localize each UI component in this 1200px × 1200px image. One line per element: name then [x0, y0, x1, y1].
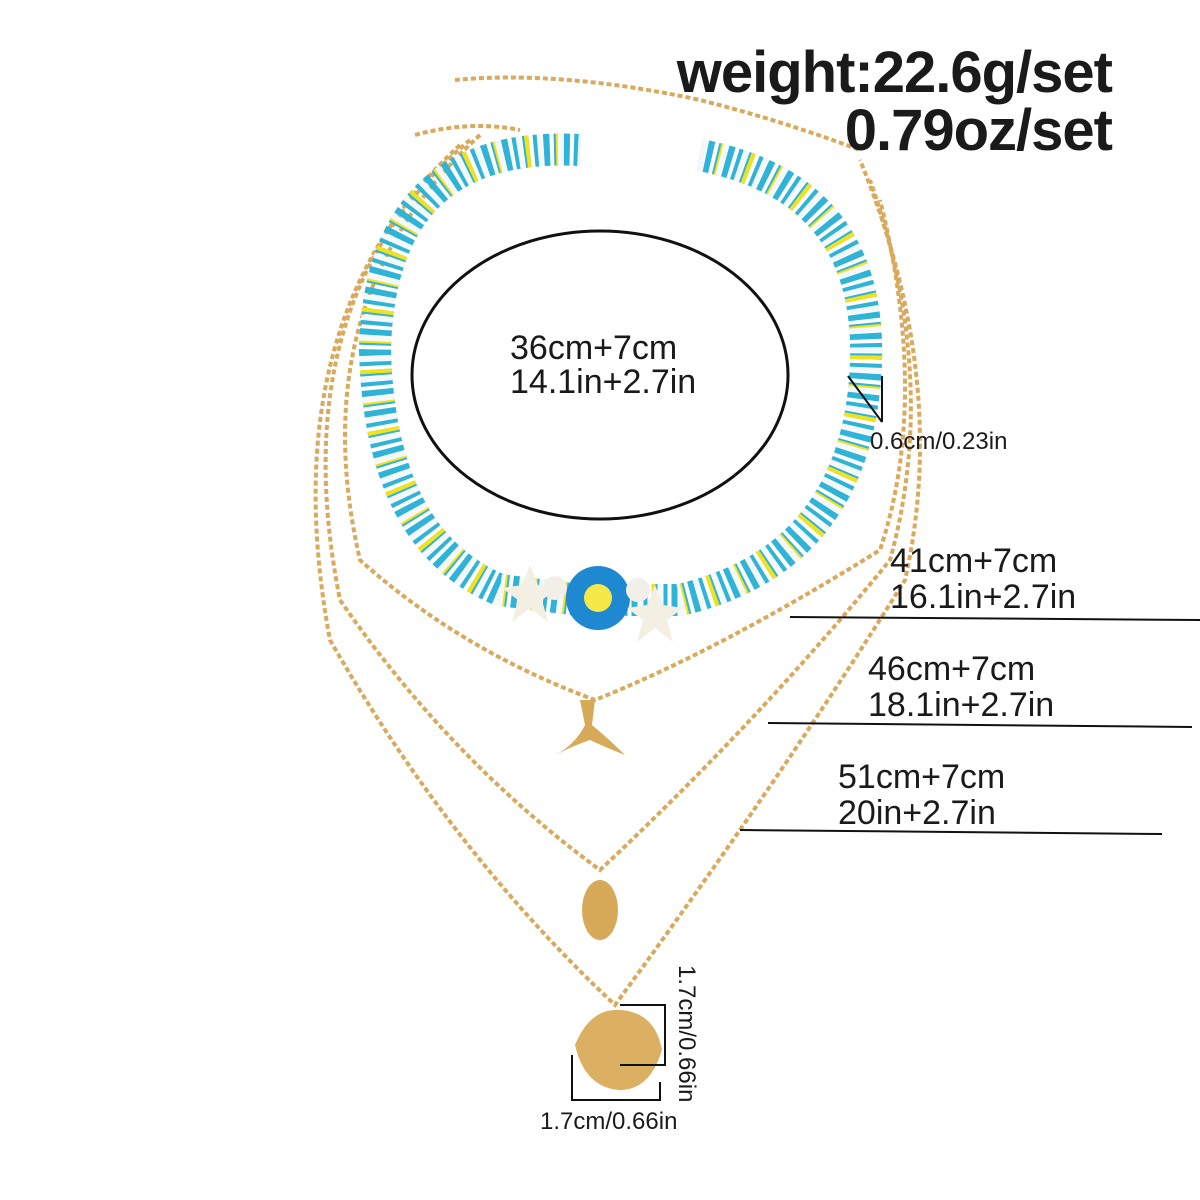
- cowrie-shell-pendant: [582, 880, 618, 940]
- necklace-41-cm: 41cm+7cm: [890, 542, 1058, 580]
- scallop-shell-pendant: [575, 1009, 662, 1090]
- weight-grams: weight:22.6g/set: [676, 40, 1113, 105]
- starfish-icon-2: [627, 585, 683, 642]
- chain-51cm: [313, 143, 922, 1009]
- whale-tail-pendant: [555, 700, 625, 755]
- necklace-51-cm: 51cm+7cm: [838, 758, 1006, 796]
- pearl-icon: [543, 576, 567, 600]
- chain-41cm: [343, 133, 907, 703]
- necklace-46-cm: 46cm+7cm: [868, 650, 1036, 688]
- necklace-41-in: 16.1in+2.7in: [890, 578, 1077, 616]
- flower-icon: [566, 566, 630, 630]
- pendant-width-label: 1.7cm/0.66in: [540, 1108, 678, 1135]
- bead-choker: [358, 133, 883, 616]
- inner-diameter-outline: [410, 229, 790, 521]
- choker-length-cm: 36cm+7cm: [510, 329, 678, 367]
- pendant-height-label: 1.7cm/0.66in: [673, 965, 700, 1103]
- necklace-51-in: 20in+2.7in: [838, 794, 996, 832]
- choker-length-in: 14.1in+2.7in: [510, 363, 697, 401]
- extension-chain: [454, 75, 861, 152]
- necklace-46-in: 18.1in+2.7in: [868, 686, 1055, 724]
- weight-ounces: 0.79oz/set: [844, 98, 1113, 163]
- starfish-icon: [502, 565, 558, 622]
- extension-chain-2: [414, 124, 521, 137]
- bead-size-label: 0.6cm/0.23in: [870, 428, 1008, 455]
- chain-46cm: [323, 138, 913, 873]
- pearl-icon-2: [626, 578, 650, 602]
